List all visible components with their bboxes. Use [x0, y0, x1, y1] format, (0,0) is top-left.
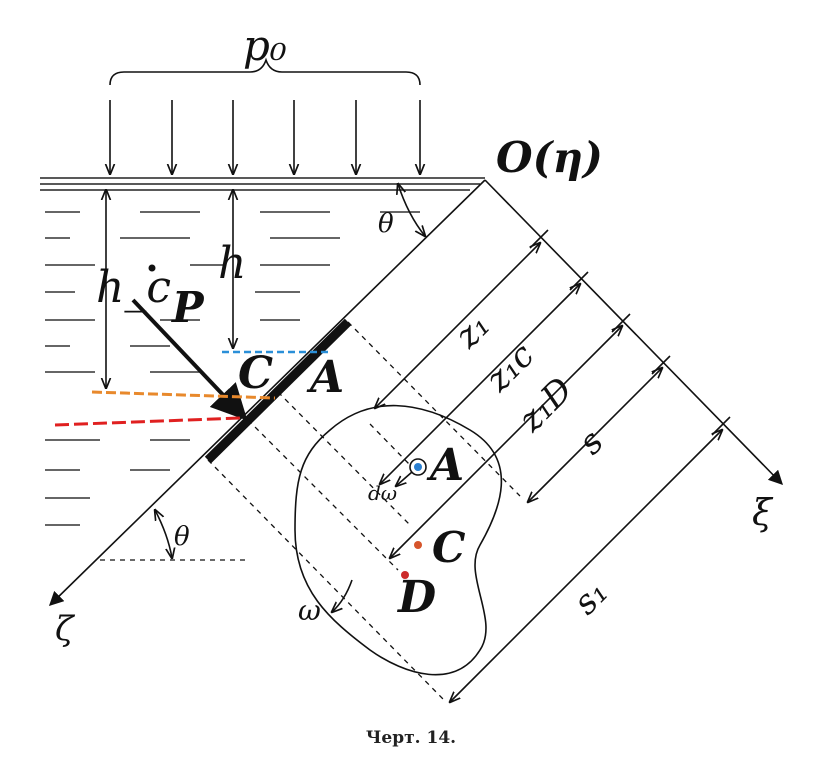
depth-line-red: [54, 416, 241, 427]
theta-bottom-label: θ: [174, 522, 190, 552]
hc-dot: [148, 264, 156, 272]
point-a: [414, 463, 422, 471]
hc-label: h_c: [96, 262, 171, 313]
xi-label: ξ: [752, 493, 774, 534]
figure-caption: Черт. 14.: [365, 728, 457, 748]
c-axis-label: C: [238, 348, 273, 399]
omega-label: ω: [298, 594, 321, 627]
force-p-label: P: [171, 283, 205, 332]
p0-label: p₀: [243, 21, 287, 70]
depth-line-orange: [91, 390, 276, 400]
c-area-label: C: [432, 523, 466, 572]
s1-label: s₁: [566, 572, 616, 622]
zeta-label: ζ: [55, 609, 76, 649]
domega-arrow: [396, 471, 413, 486]
a-area-label: A: [426, 440, 464, 491]
point-d: [401, 571, 409, 579]
theta-bottom-arc: [155, 510, 172, 558]
pressure-arrows: [110, 100, 420, 174]
dim-s1: [450, 430, 722, 702]
theta-top-arc: [398, 184, 425, 236]
domega-label: dω: [368, 481, 397, 505]
a-axis-label: A: [306, 352, 344, 403]
point-c: [414, 541, 422, 549]
z1-label: z₁: [447, 306, 498, 357]
h-label: h: [218, 238, 246, 289]
force-p-arrow: [131, 298, 248, 421]
free-surface: [40, 177, 485, 191]
origin-label: O(η): [496, 133, 603, 182]
submerged-plate: [204, 318, 352, 464]
theta-top-label: θ: [378, 209, 394, 239]
d-area-label: D: [396, 572, 436, 623]
omega-arrow: [332, 579, 353, 612]
xi-axis: [484, 179, 784, 486]
s-label: s: [571, 422, 612, 463]
p0-brace: [109, 57, 421, 86]
